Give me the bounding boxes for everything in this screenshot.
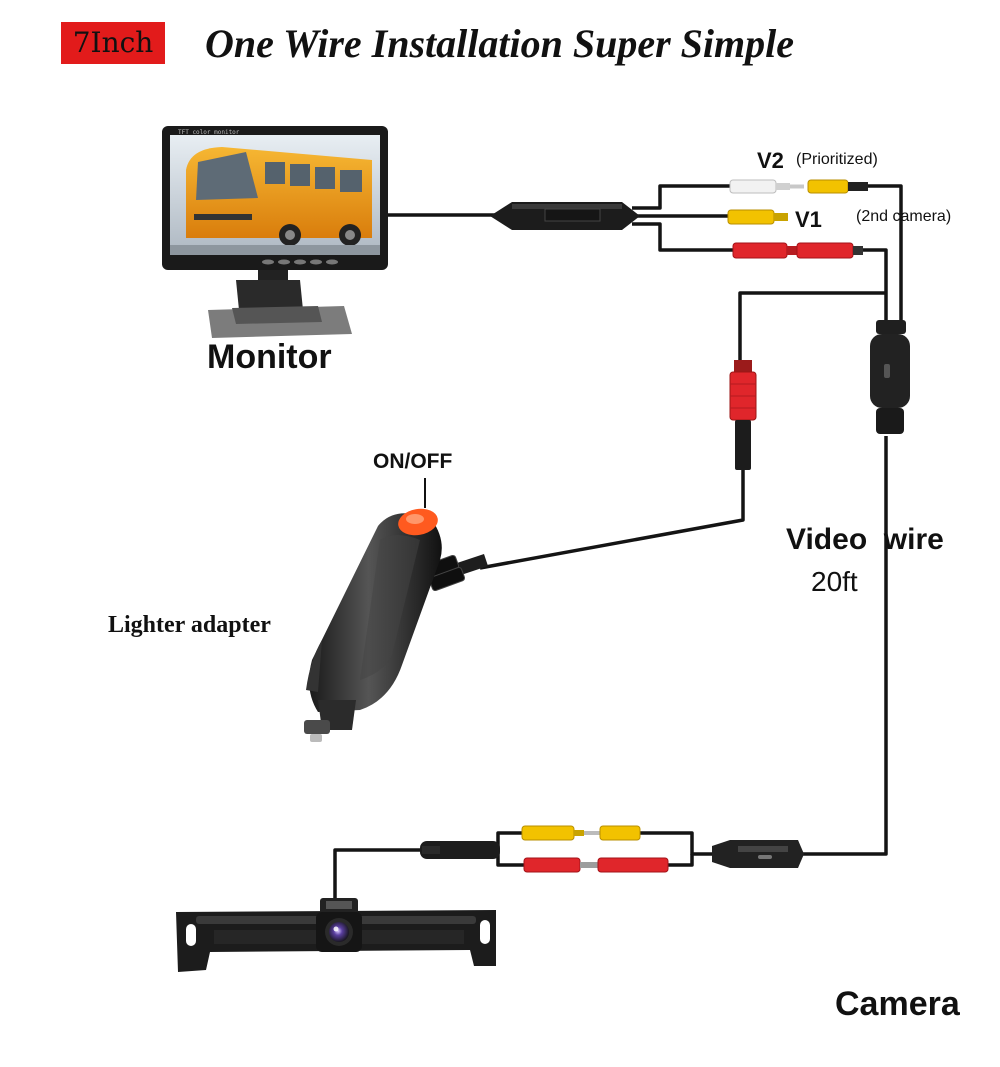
camera-icon xyxy=(316,898,362,952)
camera-lens xyxy=(329,922,349,942)
power-branch xyxy=(738,291,886,362)
monitor-screen-text: TFT color monitor xyxy=(178,129,240,136)
video-junction xyxy=(870,320,910,434)
monitor-icon: TFT color monitor xyxy=(162,126,388,338)
v2-white-rca xyxy=(729,179,804,194)
v2-prioritized-note: (Prioritized) xyxy=(796,151,878,168)
second-camera-note: (2nd camera) xyxy=(856,208,952,225)
v2-yellow-rca xyxy=(807,179,868,194)
v1-label: V1 xyxy=(795,207,822,232)
power-plug-to-lighter xyxy=(479,470,745,570)
av-splitter-box xyxy=(490,202,640,230)
power-red-plug xyxy=(729,360,757,470)
camera-label: Camera xyxy=(835,985,960,1023)
splitter-branch-bottom xyxy=(632,222,737,252)
on-off-label: ON/OFF xyxy=(373,450,453,473)
power-red-rca xyxy=(732,242,863,259)
monitor-label: Monitor xyxy=(207,338,332,376)
power-lead-to-junction xyxy=(862,248,888,322)
camera-harness-left-red xyxy=(496,850,527,867)
size-badge: 7Inch xyxy=(61,22,165,64)
video-wire-label: Video wire xyxy=(786,523,944,556)
page-title: One Wire Installation Super Simple xyxy=(205,21,795,66)
wires xyxy=(333,184,903,902)
video-wire-length-label: 20ft xyxy=(811,566,858,597)
camera-harness-to-splitter xyxy=(637,831,716,856)
camera-harness xyxy=(420,825,804,873)
video-wire xyxy=(800,436,888,856)
camera-harness-red xyxy=(666,854,694,867)
camera-lead xyxy=(333,848,424,902)
lighter-adapter-icon xyxy=(304,478,488,742)
splitter-branch-top xyxy=(632,184,732,210)
v2-lead-to-junction xyxy=(866,184,903,322)
lighter-adapter-label: Lighter adapter xyxy=(108,612,271,638)
v1-yellow-rca xyxy=(727,209,788,225)
v2-label: V2 xyxy=(757,148,784,173)
camera-harness-left xyxy=(496,831,524,850)
